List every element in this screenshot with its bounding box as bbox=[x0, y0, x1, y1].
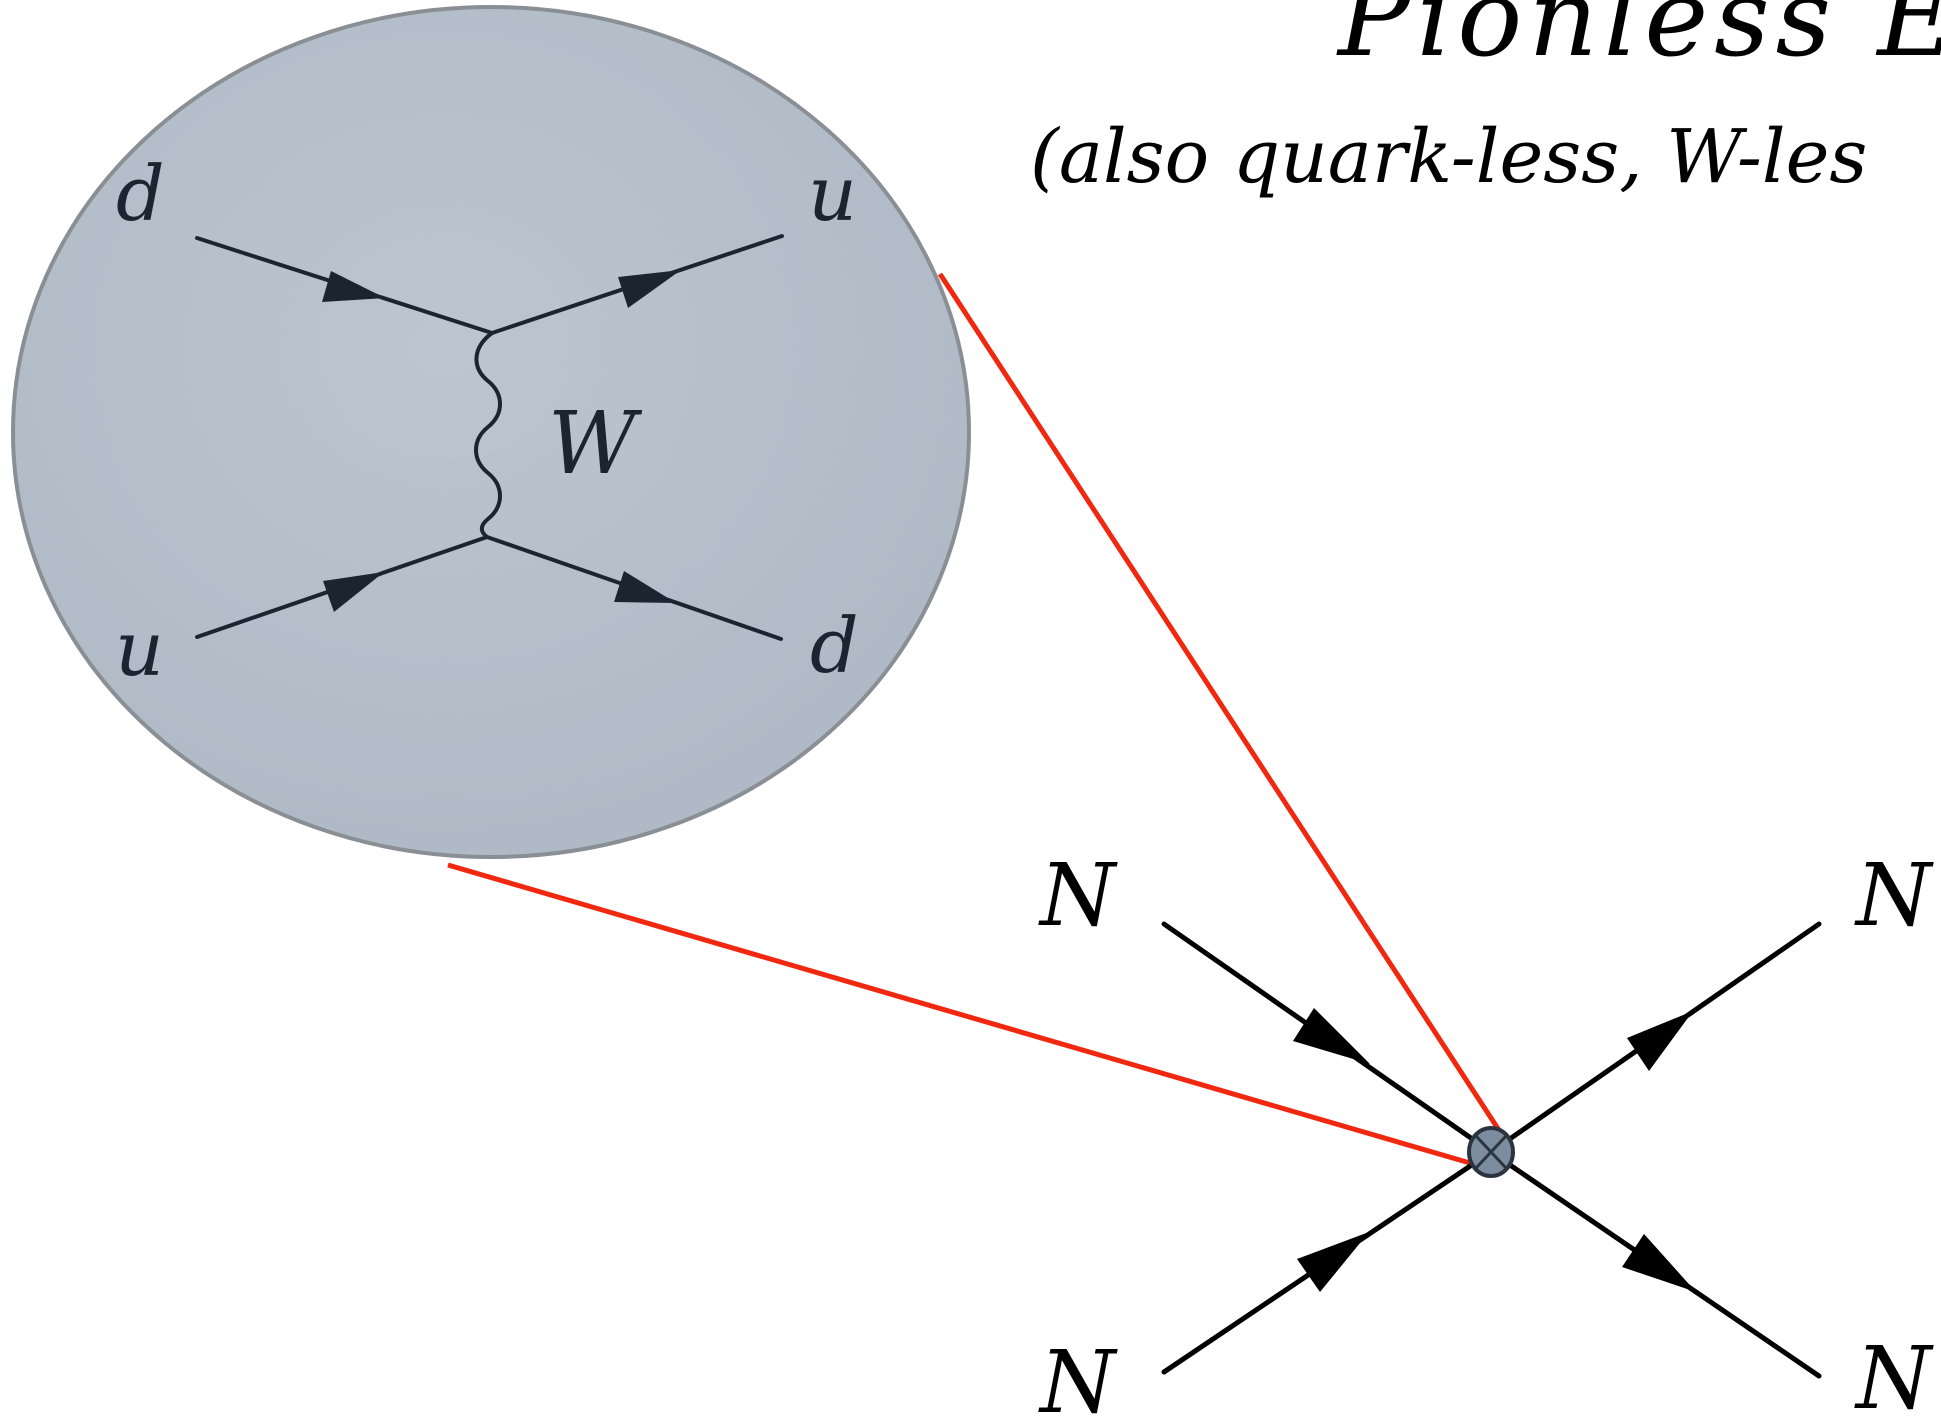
arrow-n-out-top-icon bbox=[1627, 1011, 1693, 1071]
label-n-in-top: N bbox=[1038, 846, 1118, 946]
label-n-out-bottom: N bbox=[1854, 1329, 1934, 1418]
w-boson-propagator bbox=[474, 331, 502, 539]
zoom-bubble bbox=[11, 5, 971, 859]
label-u-top: u bbox=[808, 149, 857, 238]
arrow-d-out-icon bbox=[614, 571, 676, 603]
label-n-in-bottom: N bbox=[1038, 1333, 1118, 1418]
label-w-boson: W bbox=[548, 394, 643, 494]
arrow-d-in-icon bbox=[322, 271, 385, 302]
label-d-top: d bbox=[116, 149, 165, 238]
zoom-line-upper bbox=[937, 272, 1511, 1146]
arrow-u-in-icon bbox=[323, 572, 384, 612]
arrow-n-in-top-icon bbox=[1293, 1008, 1370, 1064]
subtitle: (also quark-less, W-les bbox=[1030, 114, 1867, 200]
title: Pionless E bbox=[1336, 0, 1941, 81]
label-d-bottom: d bbox=[810, 601, 859, 690]
contact-vertex bbox=[1467, 1126, 1515, 1178]
label-n-out-top: N bbox=[1854, 846, 1934, 946]
arrow-n-in-bottom-icon bbox=[1297, 1232, 1369, 1292]
arrow-n-out-bottom-icon bbox=[1622, 1234, 1696, 1292]
arrow-u-out-icon bbox=[618, 270, 681, 308]
label-u-bottom: u bbox=[115, 604, 164, 693]
zoom-line-lower bbox=[447, 862, 1471, 1166]
